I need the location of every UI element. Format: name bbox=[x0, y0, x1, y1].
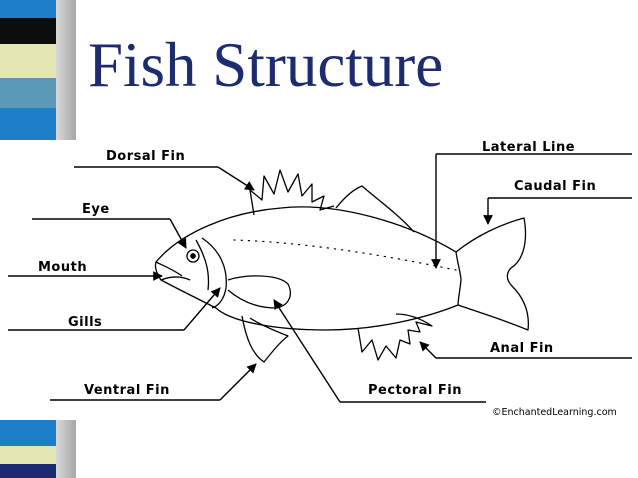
label-lateral-line: Lateral Line bbox=[482, 140, 575, 155]
fish-outline bbox=[154, 169, 530, 363]
lateral-line-dots bbox=[233, 239, 457, 271]
fish-diagram-panel: Dorsal Fin Eye Mouth Gills Ventral Fin L… bbox=[6, 140, 638, 420]
label-eye: Eye bbox=[82, 202, 110, 217]
label-ventral-fin: Ventral Fin bbox=[84, 383, 170, 398]
eye-circle bbox=[186, 249, 200, 263]
mouth-shape bbox=[155, 261, 191, 281]
caudal-fin-shape bbox=[455, 217, 530, 331]
fish-diagram: Dorsal Fin Eye Mouth Gills Ventral Fin L… bbox=[8, 140, 632, 418]
fish-body bbox=[154, 206, 462, 331]
label-pectoral-fin: Pectoral Fin bbox=[368, 383, 462, 398]
label-mouth: Mouth bbox=[38, 260, 87, 275]
dorsal-fin-spiny bbox=[249, 169, 335, 216]
anal-fin-shape bbox=[357, 313, 433, 361]
gill-cover bbox=[201, 237, 227, 309]
label-gills: Gills bbox=[68, 315, 102, 330]
decorative-strip-bottom bbox=[0, 420, 76, 478]
label-dorsal-fin: Dorsal Fin bbox=[106, 149, 185, 164]
decorative-strip-top bbox=[0, 0, 76, 140]
dorsal-fin-soft bbox=[335, 185, 415, 233]
ventral-fin-shape bbox=[241, 315, 289, 363]
pectoral-fin-shape bbox=[227, 275, 291, 309]
credit-text: ©EnchantedLearning.com bbox=[492, 407, 617, 418]
slide-title: Fish Structure bbox=[88, 30, 444, 100]
label-caudal-fin: Caudal Fin bbox=[514, 179, 596, 194]
label-anal-fin: Anal Fin bbox=[490, 341, 554, 356]
